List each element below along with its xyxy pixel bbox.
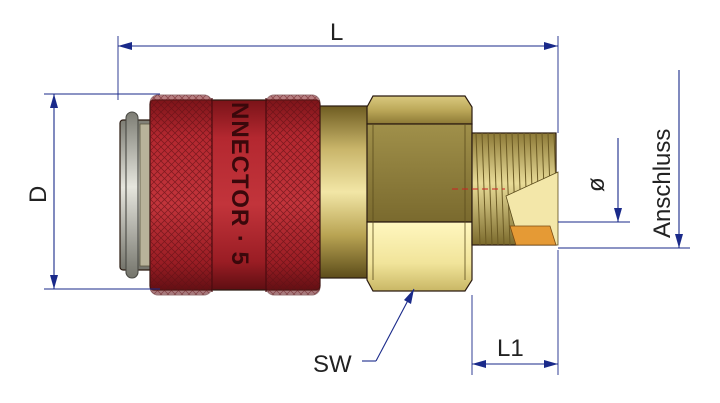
front-ring: [119, 111, 155, 279]
label-L1: L1: [497, 335, 524, 362]
dimension-SW: SW: [313, 288, 415, 378]
sleeve-engraving: NNECTOR · 5: [226, 102, 253, 266]
brass-body: [314, 105, 374, 279]
dimension-L: L: [117, 19, 559, 133]
hex-nut: [366, 95, 473, 292]
coupling-part: NNECTOR · 5: [119, 94, 559, 296]
label-D: D: [25, 186, 52, 203]
red-sleeve: NNECTOR · 5: [149, 94, 321, 296]
label-diameter: ø: [583, 177, 610, 192]
label-L: L: [330, 19, 343, 46]
male-thread: [452, 132, 559, 246]
dimension-L1: L1: [471, 250, 559, 375]
label-SW: SW: [313, 351, 352, 378]
label-connection: Anschluss: [649, 129, 676, 238]
dimension-connection: Anschluss: [558, 70, 690, 249]
dimension-D: D: [25, 93, 160, 290]
dimension-diameter: ø: [558, 138, 630, 223]
